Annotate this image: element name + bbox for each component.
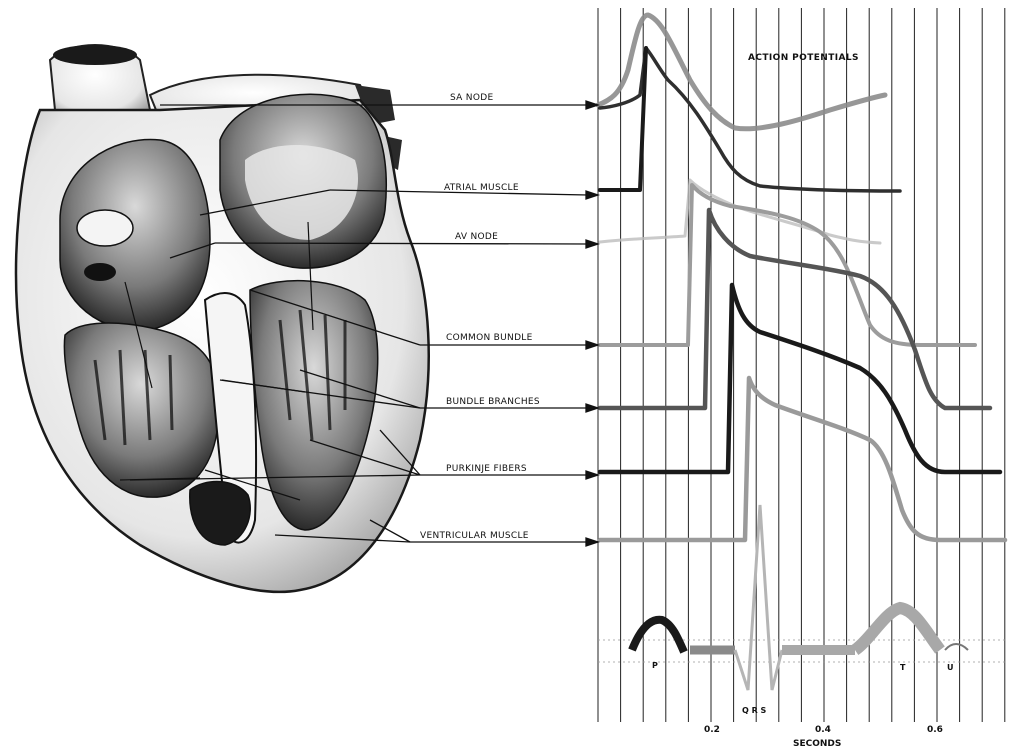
coronary-sinus-opening (84, 263, 116, 281)
label-av-node: AV NODE (455, 232, 498, 242)
time-gridlines (598, 8, 1005, 722)
label-bundle-branches: BUNDLE BRANCHES (446, 397, 540, 407)
label-ventricular-muscle: VENTRICULAR MUSCLE (420, 531, 529, 541)
x-tick-0-2: 0.2 (704, 725, 720, 735)
x-axis-label: SECONDS (793, 739, 841, 749)
trace-atrial-muscle (600, 48, 646, 190)
heart-illustration (16, 45, 429, 592)
trace-sa-node-pacemaker (598, 15, 885, 129)
ecg-label-u: U (947, 663, 954, 672)
x-tick-0-6: 0.6 (927, 725, 943, 735)
label-common-bundle: COMMON BUNDLE (446, 333, 533, 343)
x-tick-0-4: 0.4 (815, 725, 831, 735)
label-purkinje-fibers: PURKINJE FIBERS (446, 464, 527, 474)
ecg-u-wave (945, 644, 968, 650)
ecg-p-wave (632, 620, 684, 652)
vena-cava-opening (77, 210, 133, 246)
aorta-opening (53, 45, 137, 65)
x-axis: 0.2 0.4 0.6 SECONDS (704, 725, 943, 749)
ecg-t-wave (855, 608, 940, 650)
label-atrial-muscle: ATRIAL MUSCLE (444, 183, 519, 193)
label-sa-node: SA NODE (450, 93, 493, 103)
ecg-label-qrs: Q R S (742, 706, 767, 715)
ecg-label-t: T (900, 663, 906, 672)
trace-ventricular-muscle (600, 378, 1005, 540)
structure-labels: SA NODE ATRIAL MUSCLE AV NODE COMMON BUN… (420, 93, 540, 541)
ecg-label-p: P (652, 661, 658, 670)
ecg-wave-labels: P Q R S T U (652, 661, 954, 715)
trace-bundle-branches (600, 210, 990, 408)
trace-common-bundle (600, 185, 975, 345)
trace-purkinje-fibers (600, 285, 1000, 472)
figure-title: ACTION POTENTIALS (748, 53, 859, 63)
